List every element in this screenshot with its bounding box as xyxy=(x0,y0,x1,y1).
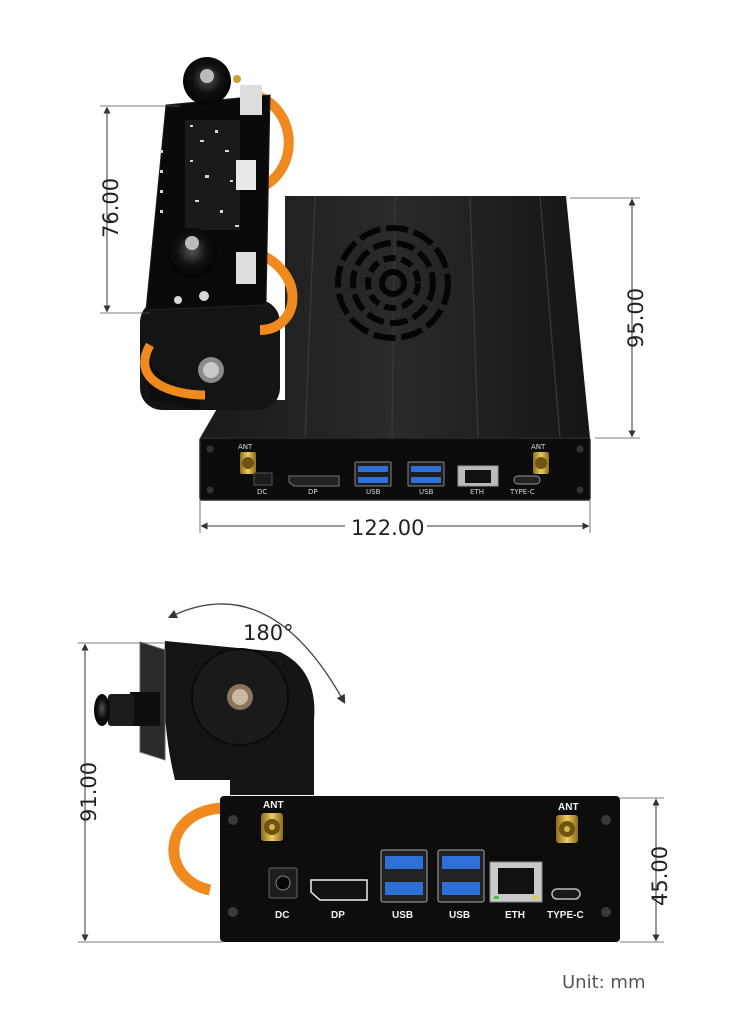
bottom-panel-screws xyxy=(228,815,611,917)
stereo-camera-board xyxy=(145,85,271,311)
top-label-usb1: USB xyxy=(366,488,381,496)
top-height-value: 95.00 xyxy=(624,288,648,348)
bottom-camera-mount xyxy=(163,641,315,795)
top-enclosure-ribs xyxy=(304,195,561,439)
bottom-dimension-45: 45.00 xyxy=(620,797,672,943)
top-dp-port xyxy=(288,475,340,487)
top-camera-height-value: 76.00 xyxy=(99,178,123,238)
bottom-view: 180° xyxy=(77,603,672,943)
top-enclosure-surface xyxy=(200,196,590,438)
top-panel-screws xyxy=(206,445,584,494)
bottom-dc-jack xyxy=(268,867,298,899)
top-dc-jack xyxy=(253,472,273,486)
top-label-typec: TYPE-C xyxy=(509,488,535,496)
unit-label: Unit: mm xyxy=(562,972,646,993)
bottom-antenna-left xyxy=(261,813,283,841)
top-label-ant-right: ANT xyxy=(531,443,546,451)
top-label-dp: DP xyxy=(308,488,318,496)
top-label-usb2: USB xyxy=(419,488,434,496)
rotation-value: 180° xyxy=(243,621,294,645)
top-label-ant-left: ANT xyxy=(238,443,253,451)
top-ribbon-cable-3 xyxy=(140,342,206,400)
top-ribbon-cable-2 xyxy=(248,245,298,335)
top-camera-lens-lower xyxy=(167,228,217,278)
bottom-label-usb2: USB xyxy=(449,910,470,921)
top-label-dc: DC xyxy=(257,488,267,496)
bottom-label-dc: DC xyxy=(275,910,289,921)
bottom-label-eth: ETH xyxy=(505,910,525,921)
bottom-ribbon-cable xyxy=(168,802,223,896)
bottom-total-height-value: 91.00 xyxy=(77,762,101,822)
bottom-label-dp: DP xyxy=(331,910,345,921)
top-usb-port-1 xyxy=(354,461,392,487)
bottom-label-usb1: USB xyxy=(392,910,413,921)
bottom-label-ant-right: ANT xyxy=(558,802,579,813)
bottom-label-ant-left: ANT xyxy=(263,800,284,811)
rotation-arc xyxy=(167,603,346,704)
top-usb-port-2 xyxy=(407,461,445,487)
top-typec-port xyxy=(513,475,541,485)
top-antenna-right xyxy=(533,452,549,474)
top-eth-port xyxy=(457,465,499,487)
bottom-dp-port xyxy=(310,879,368,901)
top-dimension-122: 122.00 xyxy=(199,500,591,540)
top-width-value: 122.00 xyxy=(351,516,424,540)
bottom-label-typec: TYPE-C xyxy=(547,910,584,921)
fan-vent xyxy=(335,225,451,341)
top-camera-lens-upper xyxy=(183,57,241,105)
bottom-box-height-value: 45.00 xyxy=(648,846,672,906)
top-view: ANT ANT DC DP USB USB ETH TYPE-C xyxy=(99,57,648,540)
bottom-dimension-91: 91.00 xyxy=(77,642,222,943)
bottom-camera-module xyxy=(94,641,166,761)
top-dimension-76: 76.00 xyxy=(99,105,180,314)
top-camera-mount xyxy=(140,300,280,410)
top-antenna-left xyxy=(240,452,256,474)
bottom-usb-port-2 xyxy=(437,849,485,903)
bottom-typec-port xyxy=(551,888,581,900)
top-dimension-95: 95.00 xyxy=(570,197,648,439)
bottom-antenna-right xyxy=(556,815,578,843)
bottom-eth-port xyxy=(489,861,543,903)
bottom-usb-port-1 xyxy=(380,849,428,903)
top-label-eth: ETH xyxy=(470,488,484,496)
